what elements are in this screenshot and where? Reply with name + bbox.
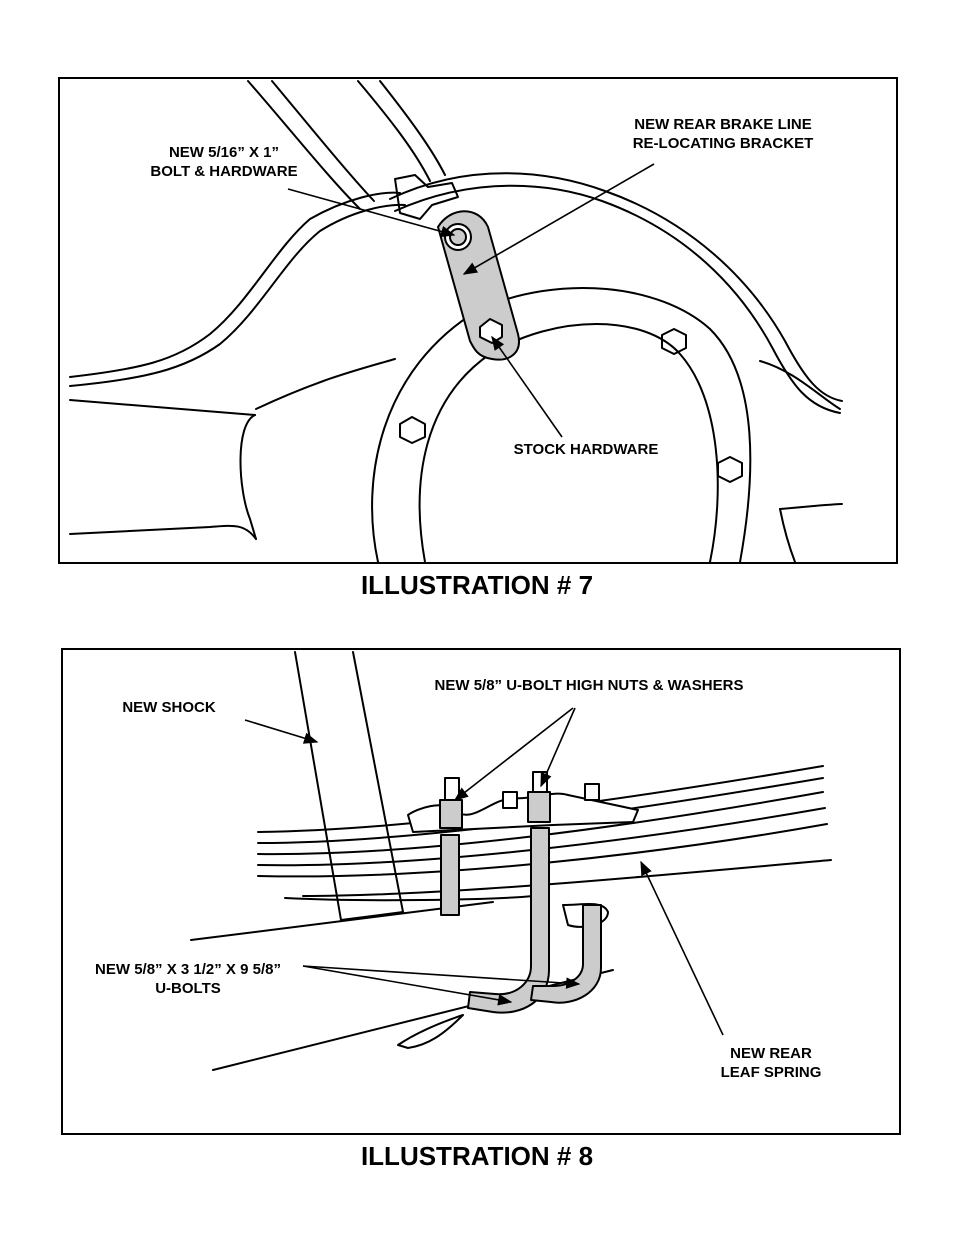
housing-flange xyxy=(239,414,257,540)
bracket-label: NEW REAR BRAKE LINE RE-LOCATING BRACKET xyxy=(612,115,834,153)
ubolts-label-line-1: NEW 5/8” X 3 1/2” X 9 5/8” xyxy=(95,961,281,978)
shock-label: NEW SHOCK xyxy=(108,698,230,717)
stock-hardware-label: STOCK HARDWARE xyxy=(505,440,667,459)
nuts-leader-2 xyxy=(540,707,576,788)
bolt-hardware-label: NEW 5/16” X 1” BOLT & HARDWARE xyxy=(135,143,313,181)
spring-label-line-1: NEW REAR xyxy=(730,1045,812,1062)
bracket-leader xyxy=(462,163,655,275)
brake-line-clamp xyxy=(394,174,459,220)
brake-line-relocating-bracket xyxy=(437,210,520,361)
u-bolt-left-leg xyxy=(440,834,460,916)
bracket-label-line-1: NEW REAR BRAKE LINE xyxy=(634,116,812,133)
bolt-label-line-2: BOLT & HARDWARE xyxy=(150,163,298,180)
shock-leader xyxy=(244,719,319,744)
brake-bracket-drawing xyxy=(69,80,843,562)
nuts-leader-1 xyxy=(453,707,574,801)
axle-perch xyxy=(397,1014,464,1049)
u-bolt-top-plate xyxy=(407,792,639,833)
housing-arm-lower xyxy=(69,524,257,540)
axle-tube-bottom-line xyxy=(69,399,256,416)
rear-brake-line xyxy=(389,172,843,402)
cover-bolt-top-right xyxy=(661,328,687,355)
stock-hardware-text: STOCK HARDWARE xyxy=(513,441,659,458)
spring-leader xyxy=(640,860,724,1036)
leaf-spring-leaf-7 xyxy=(284,895,534,902)
differential-cover-inner xyxy=(418,323,719,562)
ubolts-leader-2 xyxy=(302,965,581,989)
u-bolts xyxy=(439,771,602,1014)
u-bolt-rear xyxy=(530,904,602,1004)
housing-right-lower xyxy=(779,503,843,510)
u-bolt-nuts-label: NEW 5/8” U-BOLT HIGH NUTS & WASHERS xyxy=(393,676,785,695)
housing-lower-flange xyxy=(255,358,396,410)
ubolts-label-line-2: U-BOLTS xyxy=(155,980,221,997)
leaf-spring-drawing xyxy=(190,651,832,1071)
brake-hose-right xyxy=(379,80,446,176)
shock-absorber-base xyxy=(340,911,404,921)
u-bolts-label: NEW 5/8” X 3 1/2” X 9 5/8” U-BOLTS xyxy=(68,960,308,998)
axle-housing-upper-line-2 xyxy=(69,203,406,387)
shock-label-text: NEW SHOCK xyxy=(122,699,216,716)
ubolts-leader-1 xyxy=(302,965,513,1006)
spring-seat xyxy=(562,903,609,928)
illustration-7-caption: ILLUSTRATION # 7 xyxy=(360,570,594,600)
cover-bolt-left xyxy=(399,416,426,444)
bolt-leader xyxy=(287,188,456,238)
nuts-label-text: NEW 5/8” U-BOLT HIGH NUTS & WASHERS xyxy=(434,677,744,694)
u-bolt-stud-4 xyxy=(584,783,600,801)
differential-cover-outer xyxy=(371,287,752,562)
housing-right-tube-upper xyxy=(759,360,841,410)
leaf-spring-leaf-6 xyxy=(302,859,832,897)
cover-bolt-right xyxy=(717,456,743,483)
illustration-8-caption: ILLUSTRATION # 8 xyxy=(360,1141,594,1171)
axle-housing-upper-line xyxy=(69,191,401,378)
illustration-8-panel xyxy=(61,648,901,1135)
bolt-label-line-1: NEW 5/16” X 1” xyxy=(168,144,280,161)
stock-hardware-leader xyxy=(491,335,563,438)
shock-absorber-left xyxy=(294,651,342,921)
vertical-brake-line xyxy=(247,80,361,210)
brake-hose-left xyxy=(357,80,431,182)
u-bolt-stud-3 xyxy=(502,791,518,809)
housing-right-edge xyxy=(779,508,796,562)
spring-label-line-2: LEAF SPRING xyxy=(720,1064,822,1081)
shock-absorber-right xyxy=(352,651,404,913)
bracket-label-line-2: RE-LOCATING BRACKET xyxy=(632,135,814,152)
u-bolt-nut-1 xyxy=(439,799,463,829)
u-bolt-nut-2 xyxy=(527,791,551,823)
vertical-brake-line-2 xyxy=(271,80,375,202)
leaf-spring-label: NEW REAR LEAF SPRING xyxy=(700,1044,842,1082)
illustration-7-panel xyxy=(58,77,898,564)
rear-brake-line-2 xyxy=(394,184,841,414)
